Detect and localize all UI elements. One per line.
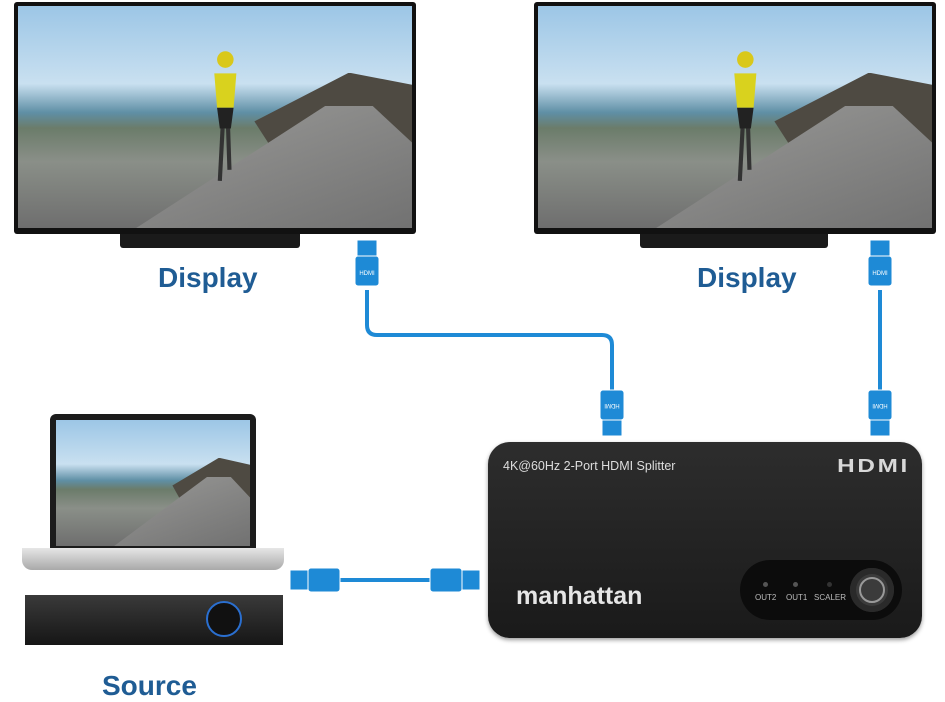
connector-label: HDMI: [872, 402, 888, 408]
display-right-tv: [534, 2, 936, 234]
splitter-model-text: 4K@60Hz 2-Port HDMI Splitter: [503, 459, 676, 473]
laptop-base: [22, 548, 284, 570]
out2-label: OUT2: [755, 593, 777, 602]
manhattan-logo: manhattan: [516, 582, 643, 610]
out1-label: OUT1: [786, 593, 808, 602]
tv-screen-image: [18, 6, 412, 228]
scaler-led-icon: [827, 582, 832, 587]
laptop-screen-image: [56, 420, 250, 546]
hdmi-connector: [869, 239, 891, 257]
tv-stand: [120, 234, 300, 248]
hdmi-connector: [601, 419, 623, 437]
connector-label: HDMI: [604, 402, 620, 408]
display-right-label: Display: [697, 262, 797, 293]
display-left-label: Display: [158, 262, 258, 293]
indicator-panel: OUT2 OUT1 SCALER: [740, 560, 902, 620]
source-label: Source: [102, 670, 197, 701]
hdmi-connector: [869, 419, 891, 437]
display-left-tv: [14, 2, 416, 234]
tv-screen-image: [538, 6, 932, 228]
tv-stand: [640, 234, 828, 248]
hdmi-connector: [354, 255, 380, 287]
hdmi-splitter: 4K@60Hz 2-Port HDMI Splitter HDMI manhat…: [488, 442, 922, 638]
cable-out-left: [365, 290, 614, 390]
hdmi-connector: [867, 255, 893, 287]
scaler-label: SCALER: [814, 593, 847, 602]
out2-led-icon: [763, 582, 768, 587]
connector-label: HDMI: [872, 271, 888, 277]
dvr-dial: [206, 601, 242, 637]
laptop: [50, 414, 256, 550]
hdmi-connector: [356, 239, 378, 257]
hdmi-connector: [289, 569, 309, 591]
hdmi-connector: [307, 567, 341, 593]
cyclist-image: [734, 51, 757, 182]
out1-led-icon: [793, 582, 798, 587]
hdmi-connector: [429, 567, 463, 593]
cyclist-image: [214, 51, 237, 182]
connector-label: HDMI: [359, 271, 375, 277]
hdmi-connector: [461, 569, 481, 591]
source-dvr-device: [25, 595, 283, 645]
hdmi-logo: HDMI: [837, 456, 910, 476]
scaler-button[interactable]: [850, 568, 894, 612]
